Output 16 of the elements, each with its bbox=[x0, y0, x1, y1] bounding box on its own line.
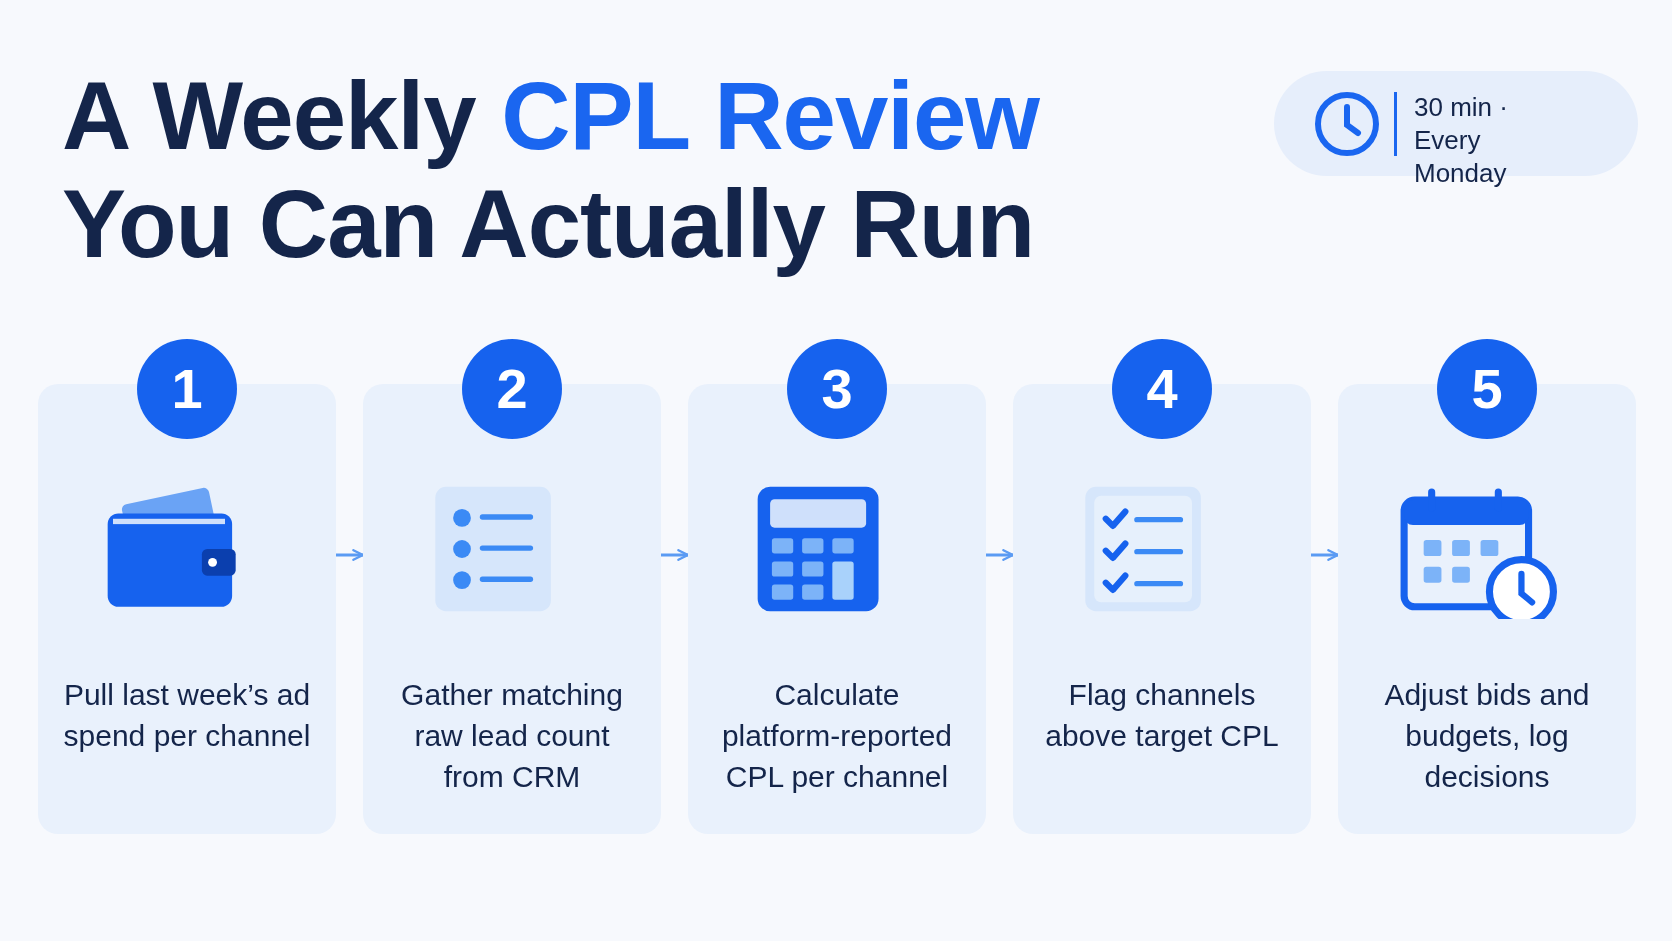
arrow bbox=[1311, 549, 1340, 561]
step-number: 1 bbox=[137, 339, 237, 439]
step-number: 3 bbox=[787, 339, 887, 439]
step-caption: Gather matching raw lead count from CRM bbox=[400, 677, 624, 795]
arrow bbox=[986, 549, 1015, 561]
schedule-text: 30 min · Every Monday bbox=[1414, 91, 1509, 190]
step-caption: Calculate platform-reported CPL per channel bbox=[720, 677, 954, 795]
step-caption: Pull last week’s ad spend per channel bbox=[62, 677, 312, 754]
title: A Weekly CPL Review You Can Actually Run bbox=[62, 62, 1041, 278]
step-number: 2 bbox=[462, 339, 562, 439]
arrow bbox=[336, 549, 365, 561]
step-number: 5 bbox=[1437, 339, 1537, 439]
step-caption: Adjust bids and budgets, log decisions bbox=[1383, 677, 1591, 795]
step-number: 4 bbox=[1112, 339, 1212, 439]
arrow bbox=[661, 549, 690, 561]
step-caption: Flag channels above target CPL bbox=[1044, 677, 1280, 754]
